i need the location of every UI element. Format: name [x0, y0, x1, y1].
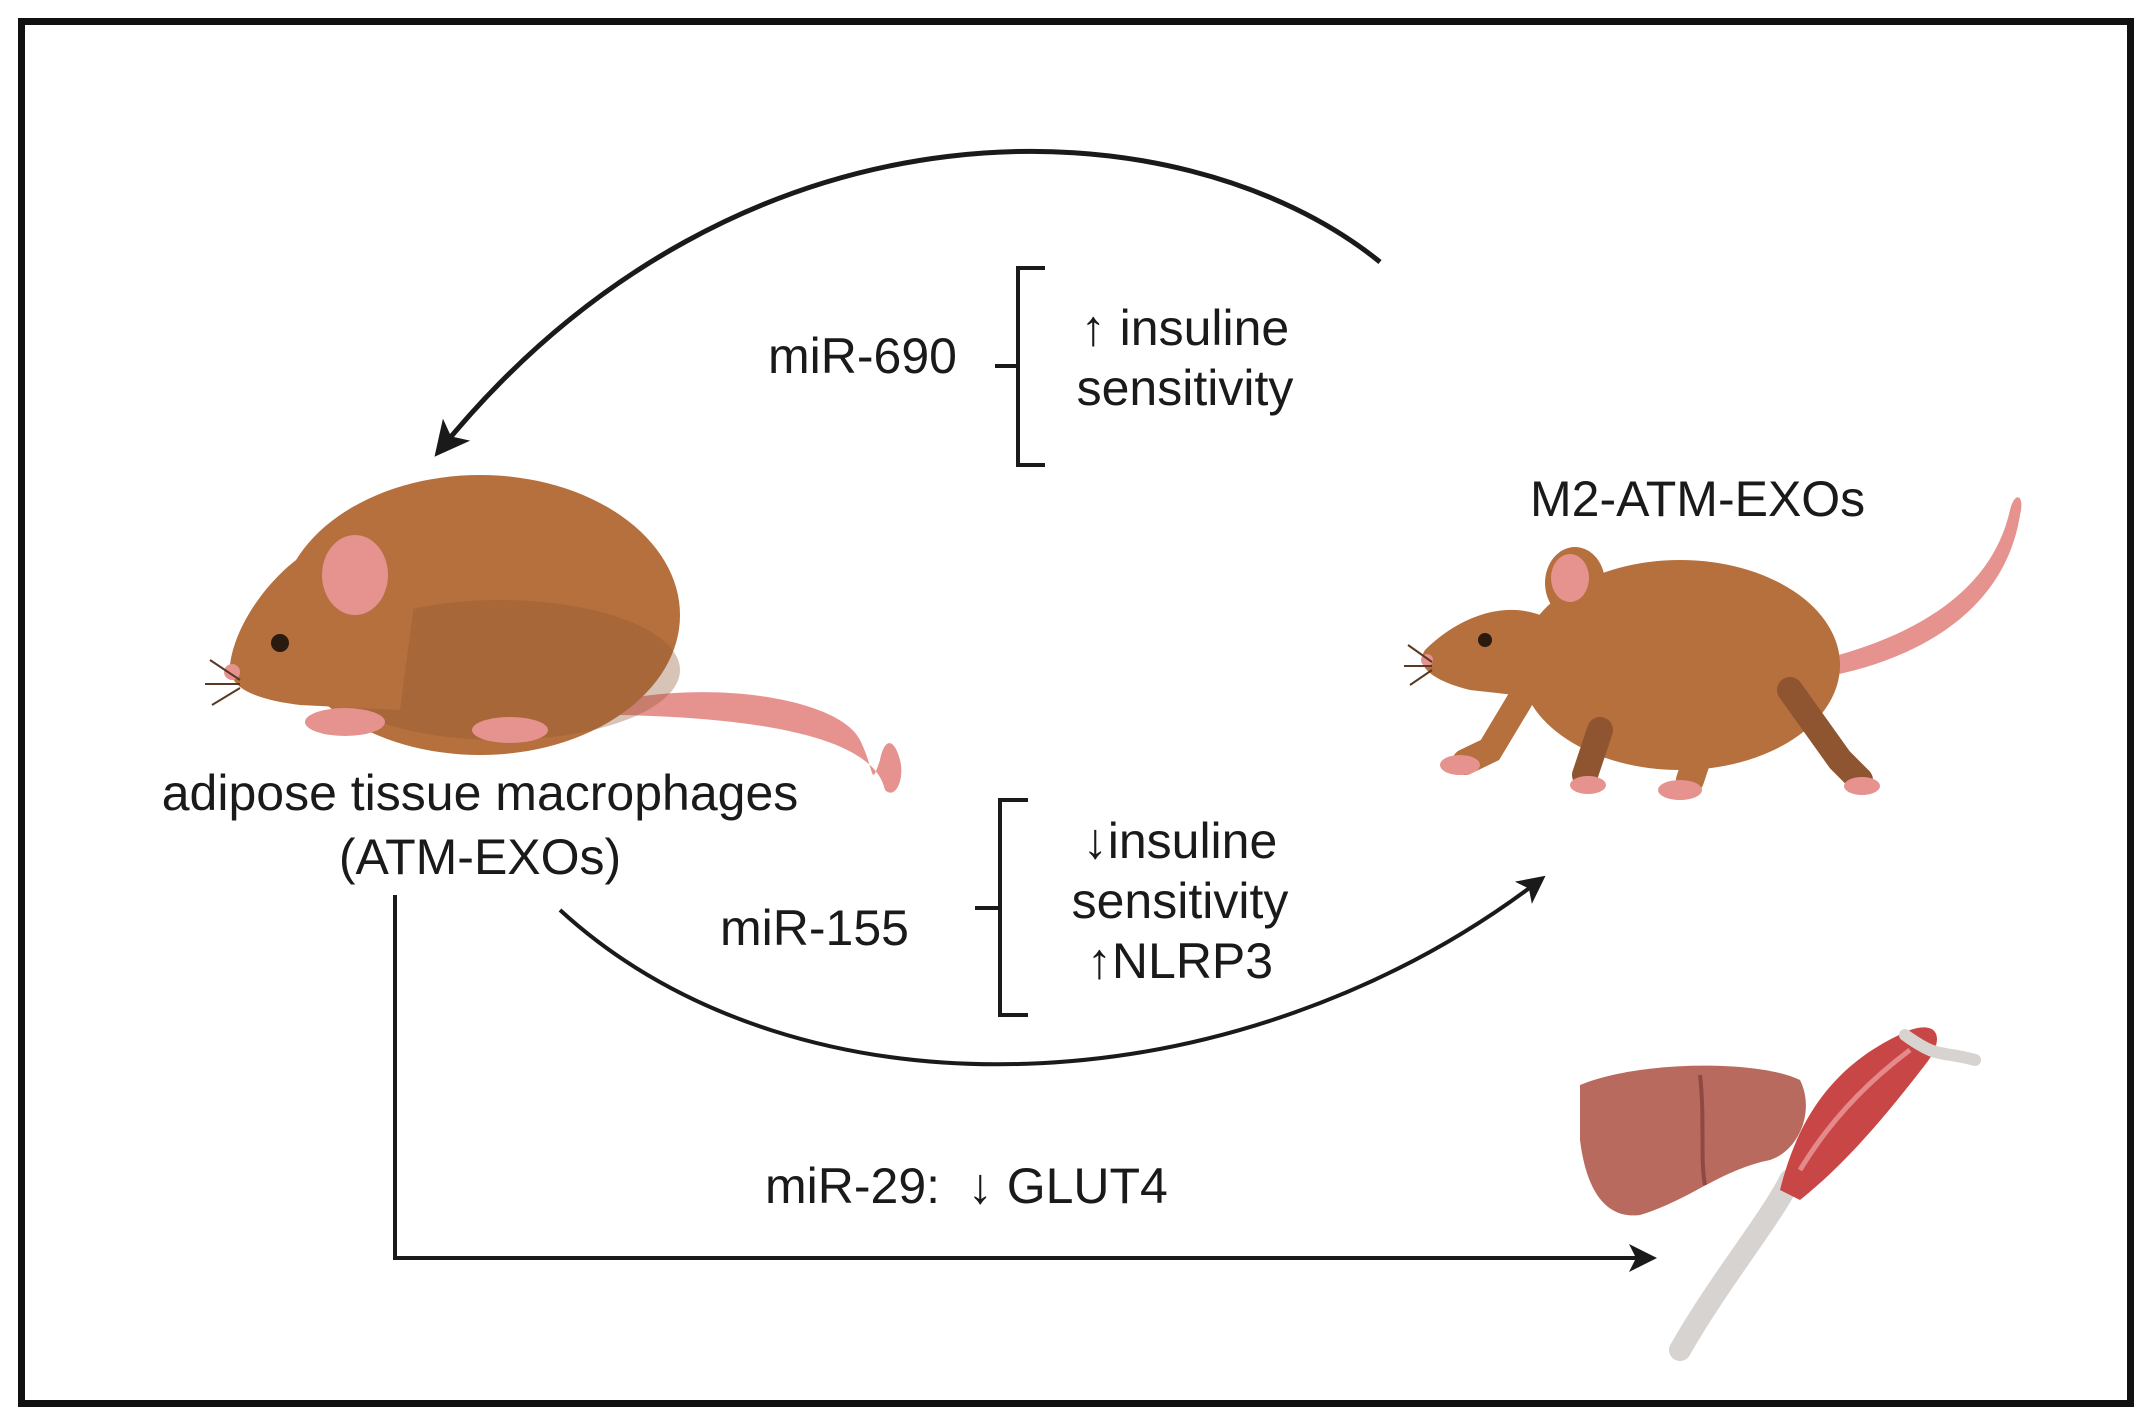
label-mir690: miR-690	[768, 328, 957, 384]
arrow-top-arc	[434, 148, 1382, 457]
liver-icon	[1580, 1065, 1806, 1216]
label-mir155-effect-line2: sensitivity	[1071, 873, 1289, 929]
label-mir29: miR-29: ↓ GLUT4	[765, 1158, 1168, 1214]
arrow-to-organs	[393, 895, 1657, 1272]
mouse-icon	[1404, 497, 2022, 800]
label-mir690-effect-line2: sensitivity	[1076, 360, 1294, 416]
bracket-mir155	[975, 798, 1028, 1017]
label-mir155: miR-155	[720, 900, 909, 956]
label-left-source-line1: adipose tissue macrophages	[161, 765, 799, 821]
bracket-mir690	[995, 266, 1045, 467]
label-right-source: M2-ATM-EXOs	[1530, 471, 1866, 527]
muscle-icon	[1669, 1027, 1981, 1361]
mouse-icon	[205, 475, 902, 793]
label-mir155-effect-line3: ↑NLRP3	[1086, 933, 1274, 989]
label-mir155-effect-line1: ↓insuline	[1082, 813, 1278, 869]
label-mir690-effect-line1: ↑ insuline	[1080, 300, 1290, 356]
arrow-bottom-arc	[558, 875, 1546, 1067]
label-left-source-line2: (ATM-EXOs)	[338, 829, 622, 885]
